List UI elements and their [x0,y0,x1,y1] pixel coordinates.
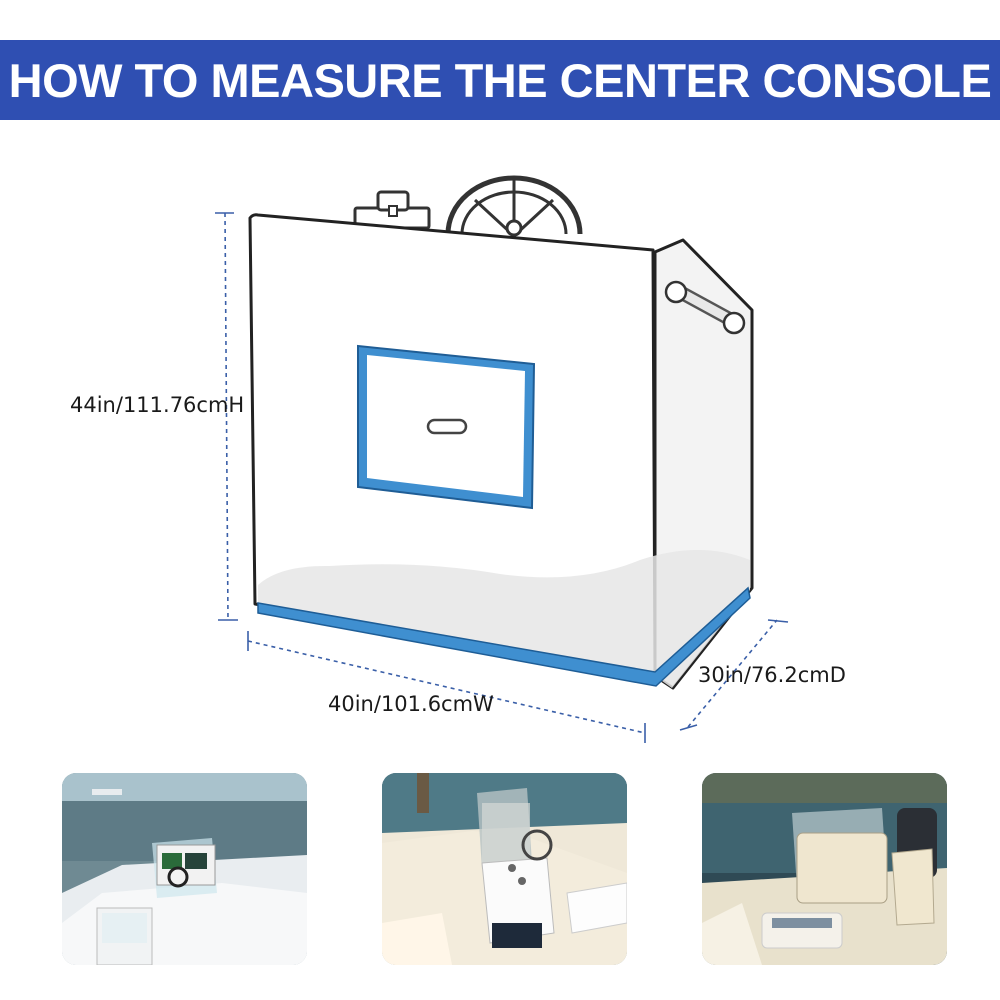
boat-console-photo-1 [62,773,307,965]
boat-console-photo-3 [702,773,947,965]
header-banner: HOW TO MEASURE THE CENTER CONSOLE [0,40,1000,120]
boat-console-photo-2 [382,773,627,965]
height-dimension-line [215,212,238,621]
width-dimension-line [247,631,646,743]
page-title: HOW TO MEASURE THE CENTER CONSOLE [8,53,992,107]
console-cover-diagram [215,175,789,743]
steering-wheel-icon [445,175,583,238]
depth-dimension-line [679,619,789,731]
grab-rail-icon [664,280,746,335]
height-label: 44in/111.76cmH [70,393,245,417]
throttle-knob-icon [353,190,431,230]
door-handle-icon [426,418,468,435]
depth-label: 30in/76.2cmD [698,663,846,687]
console-door [357,344,536,510]
width-label: 40in/101.6cmW [328,692,494,716]
bottom-trim [257,586,751,687]
